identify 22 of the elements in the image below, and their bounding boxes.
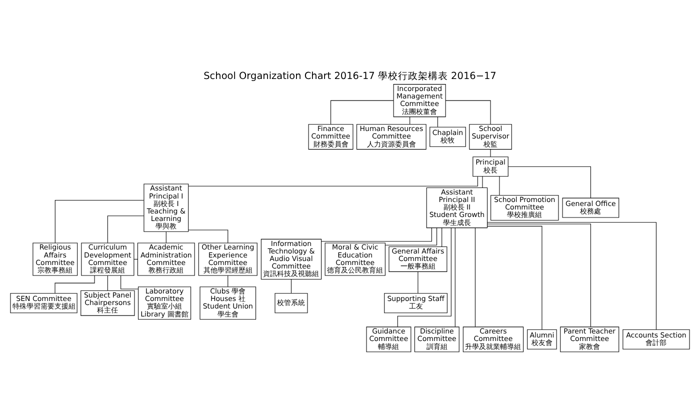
connector bbox=[385, 227, 438, 245]
connector bbox=[487, 225, 542, 330]
connector bbox=[490, 148, 491, 157]
connector bbox=[188, 176, 478, 186]
connector bbox=[487, 223, 591, 327]
diagram-title: School Organization Chart 2016-17 學校行政架構表 2016−17 bbox=[204, 70, 496, 82]
connector bbox=[54, 199, 144, 243]
connector bbox=[499, 176, 500, 196]
connector bbox=[120, 274, 138, 289]
connector bbox=[107, 215, 144, 243]
connector bbox=[454, 227, 456, 327]
connector bbox=[321, 227, 432, 242]
connector bbox=[290, 278, 292, 293]
connector bbox=[474, 227, 476, 327]
connector bbox=[508, 166, 591, 198]
connector bbox=[445, 100, 491, 124]
connector bbox=[482, 176, 483, 188]
connector bbox=[107, 274, 108, 290]
connector bbox=[188, 229, 228, 243]
connector bbox=[437, 116, 438, 127]
connector bbox=[487, 222, 656, 330]
connector bbox=[330, 100, 394, 124]
